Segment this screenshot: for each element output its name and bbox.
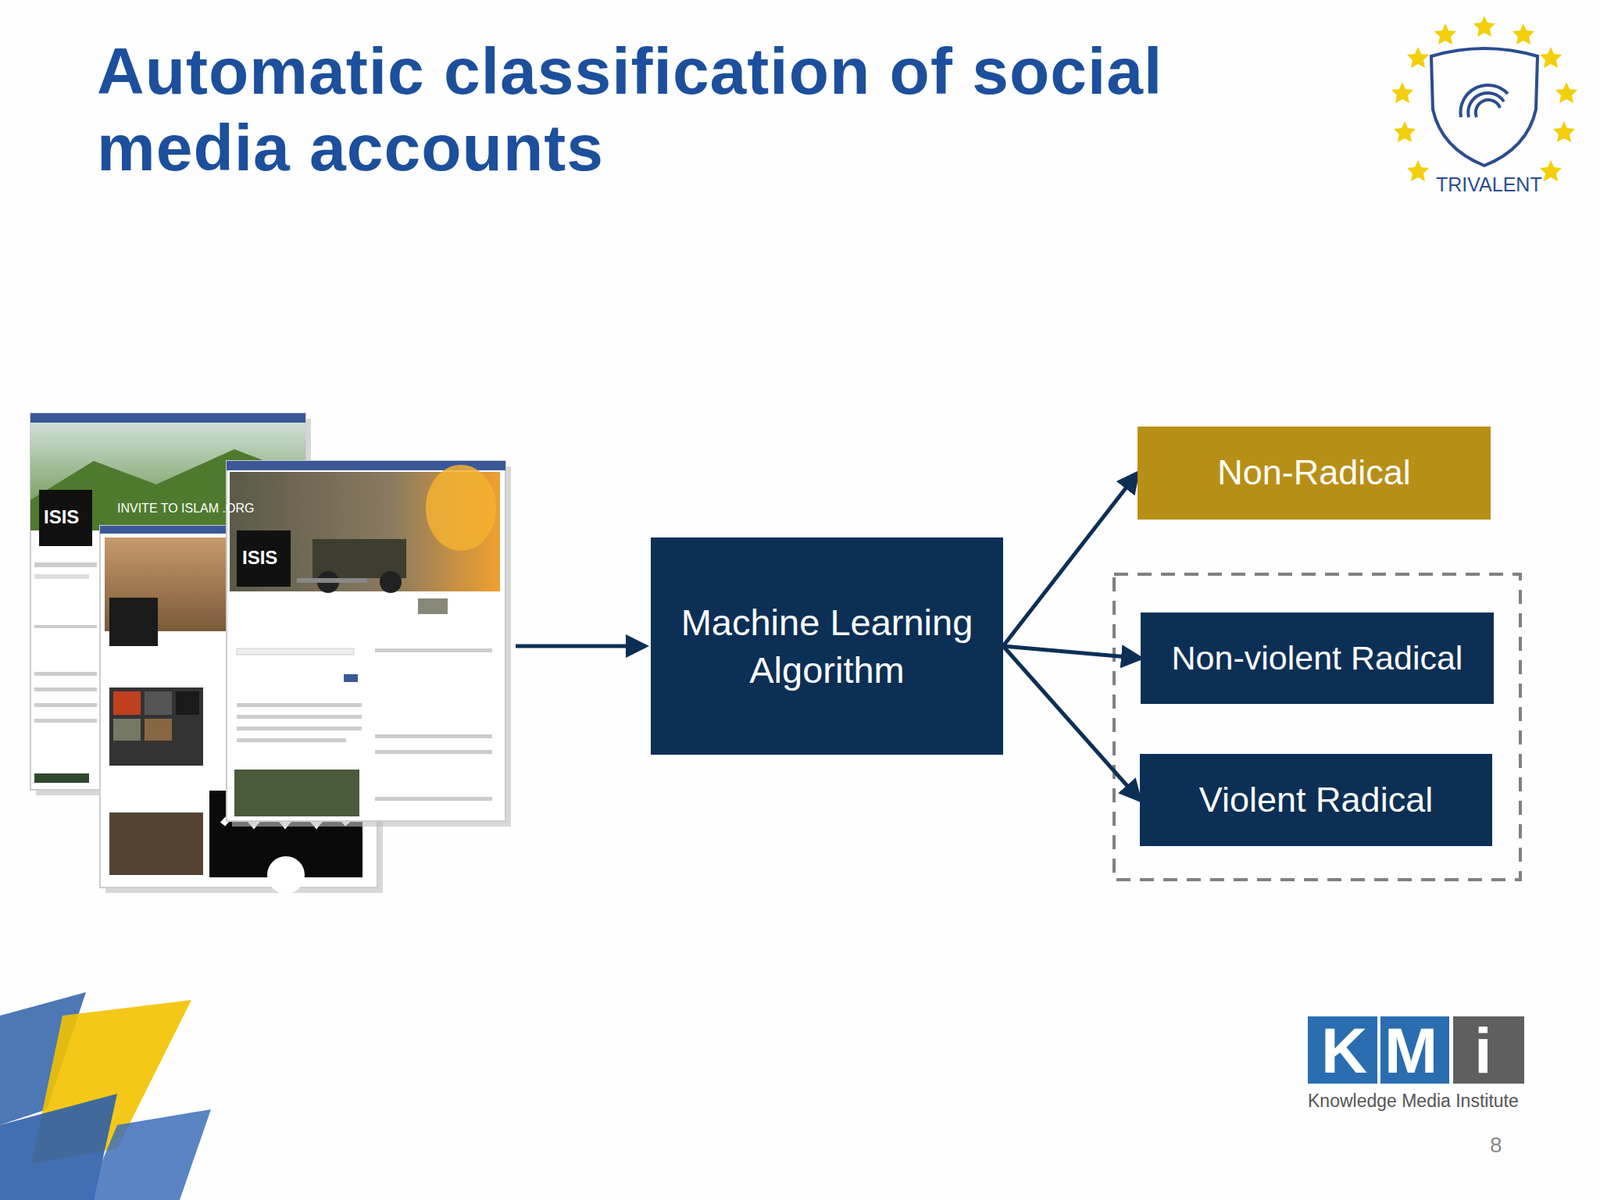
class-box: Violent Radical	[1139, 753, 1493, 847]
node-label: Machine Learning Algorithm	[669, 598, 985, 694]
institute-name: Knowledge Media Institute	[1307, 1090, 1519, 1112]
class-box: Non-Radical	[1137, 426, 1491, 520]
connector-arrow	[1003, 473, 1138, 647]
project-logo	[1391, 15, 1578, 182]
input-arrow	[515, 644, 646, 649]
page-number: 8	[1489, 1132, 1503, 1158]
slide-title: Automatic classification of social media…	[96, 32, 1316, 186]
screenshot	[226, 460, 511, 827]
node-label: Non-violent Radical	[1171, 636, 1464, 681]
logo-text: ISIS	[43, 506, 79, 529]
node-label: Non-Radical	[1217, 450, 1411, 497]
logo-letter: M	[1384, 1014, 1438, 1088]
connector-arrow	[1003, 646, 1140, 800]
logo-text: ISIS	[242, 546, 278, 569]
node-label: Violent Radical	[1199, 777, 1433, 824]
group-outline	[1114, 574, 1521, 880]
class-box: Non-violent Radical	[1140, 612, 1494, 704]
connector-arrow	[1003, 646, 1141, 659]
logo-letter: i	[1474, 1014, 1493, 1088]
process-box: Machine Learning Algorithm	[650, 537, 1004, 755]
logo-letter: K	[1321, 1014, 1368, 1088]
shield	[1431, 48, 1538, 166]
logo-wordmark: TRIVALENT	[1435, 173, 1543, 197]
corner-decoration	[0, 992, 211, 1200]
banner-text: INVITE TO ISLAM .ORG	[117, 501, 254, 516]
